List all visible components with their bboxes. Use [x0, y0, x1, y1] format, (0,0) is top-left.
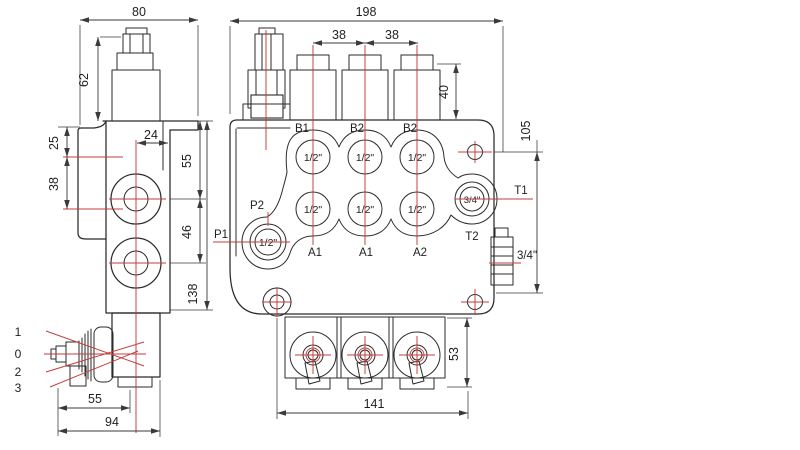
- dim-cap-40: 40: [437, 63, 461, 119]
- port-size-p: 1/2": [259, 237, 278, 249]
- svg-text:38: 38: [332, 28, 346, 42]
- port-size-t: 3/4": [464, 195, 481, 206]
- svg-text:198: 198: [356, 5, 377, 19]
- dim-bracket-141: 141: [276, 318, 469, 419]
- dim-depth-80: 80: [79, 5, 199, 125]
- relief-valve-front: [242, 27, 291, 121]
- dim-pitch-38b: 38: [365, 28, 418, 46]
- dim-mount-105: 105: [494, 121, 543, 294]
- port-boss-contour: [241, 129, 498, 270]
- svg-text:105: 105: [519, 121, 533, 142]
- port-label-t1: T1: [514, 185, 527, 197]
- valve-body-front: [229, 119, 495, 315]
- centerlines-side: [44, 140, 166, 433]
- svg-text:38: 38: [385, 28, 399, 42]
- dim-bracket-53: 53: [447, 317, 472, 388]
- dim-hole-top-25: 25: [47, 126, 80, 157]
- dim-hole-pitch-38: 38: [47, 157, 70, 209]
- centerlines-front: [213, 30, 533, 374]
- lever-pos-2: 2: [15, 365, 22, 379]
- svg-text:46: 46: [180, 225, 194, 239]
- lever-pos-3: 3: [15, 381, 22, 395]
- dim-lever-55: 55: [57, 388, 131, 436]
- svg-text:141: 141: [364, 397, 385, 411]
- dim-pitch-38a: 38: [313, 28, 365, 46]
- svg-text:24: 24: [144, 128, 158, 142]
- port-label-a2: A1: [359, 247, 373, 259]
- port-label-b3: B2: [403, 123, 417, 135]
- svg-text:55: 55: [88, 392, 102, 406]
- svg-text:94: 94: [105, 415, 119, 429]
- lever-brackets: [284, 316, 446, 390]
- left-side-view: 1 0 2 3 80 62 25 38 24: [15, 5, 213, 437]
- dim-bore-face-24: 24: [137, 128, 168, 146]
- svg-text:25: 25: [47, 136, 61, 150]
- side-fitting: [490, 227, 514, 286]
- port-label-p1: P1: [214, 229, 228, 241]
- svg-text:38: 38: [47, 177, 61, 191]
- svg-text:53: 53: [447, 347, 461, 361]
- dim-width-198: 198: [229, 5, 504, 152]
- front-view: 1/2" 1/2" 1/2" 1/2" 1/2" 1/2" 1/2" 3/4": [213, 5, 543, 419]
- relief-valve-side: [111, 27, 161, 122]
- port-label-b2: B2: [350, 123, 364, 135]
- lever-pos-1: 1: [15, 325, 22, 339]
- dim-bore-pitch-46: 46: [170, 199, 206, 264]
- dim-lever-94: 94: [58, 380, 161, 437]
- port-label-b1: B1: [295, 123, 309, 135]
- dim-relief-62: 62: [77, 36, 121, 121]
- svg-text:138: 138: [186, 284, 200, 305]
- side-fitting-size: 3/4": [517, 250, 537, 262]
- port-label-a1: A1: [308, 247, 322, 259]
- port-label-t2: T2: [465, 231, 478, 243]
- svg-text:55: 55: [180, 154, 194, 168]
- svg-text:80: 80: [132, 5, 146, 19]
- lever-pos-0: 0: [15, 347, 22, 361]
- svg-text:40: 40: [437, 85, 451, 99]
- dim-body-height-138: 138: [170, 121, 213, 311]
- svg-text:62: 62: [77, 73, 91, 87]
- port-label-p2: P2: [250, 200, 264, 212]
- port-label-a3: A2: [413, 247, 427, 259]
